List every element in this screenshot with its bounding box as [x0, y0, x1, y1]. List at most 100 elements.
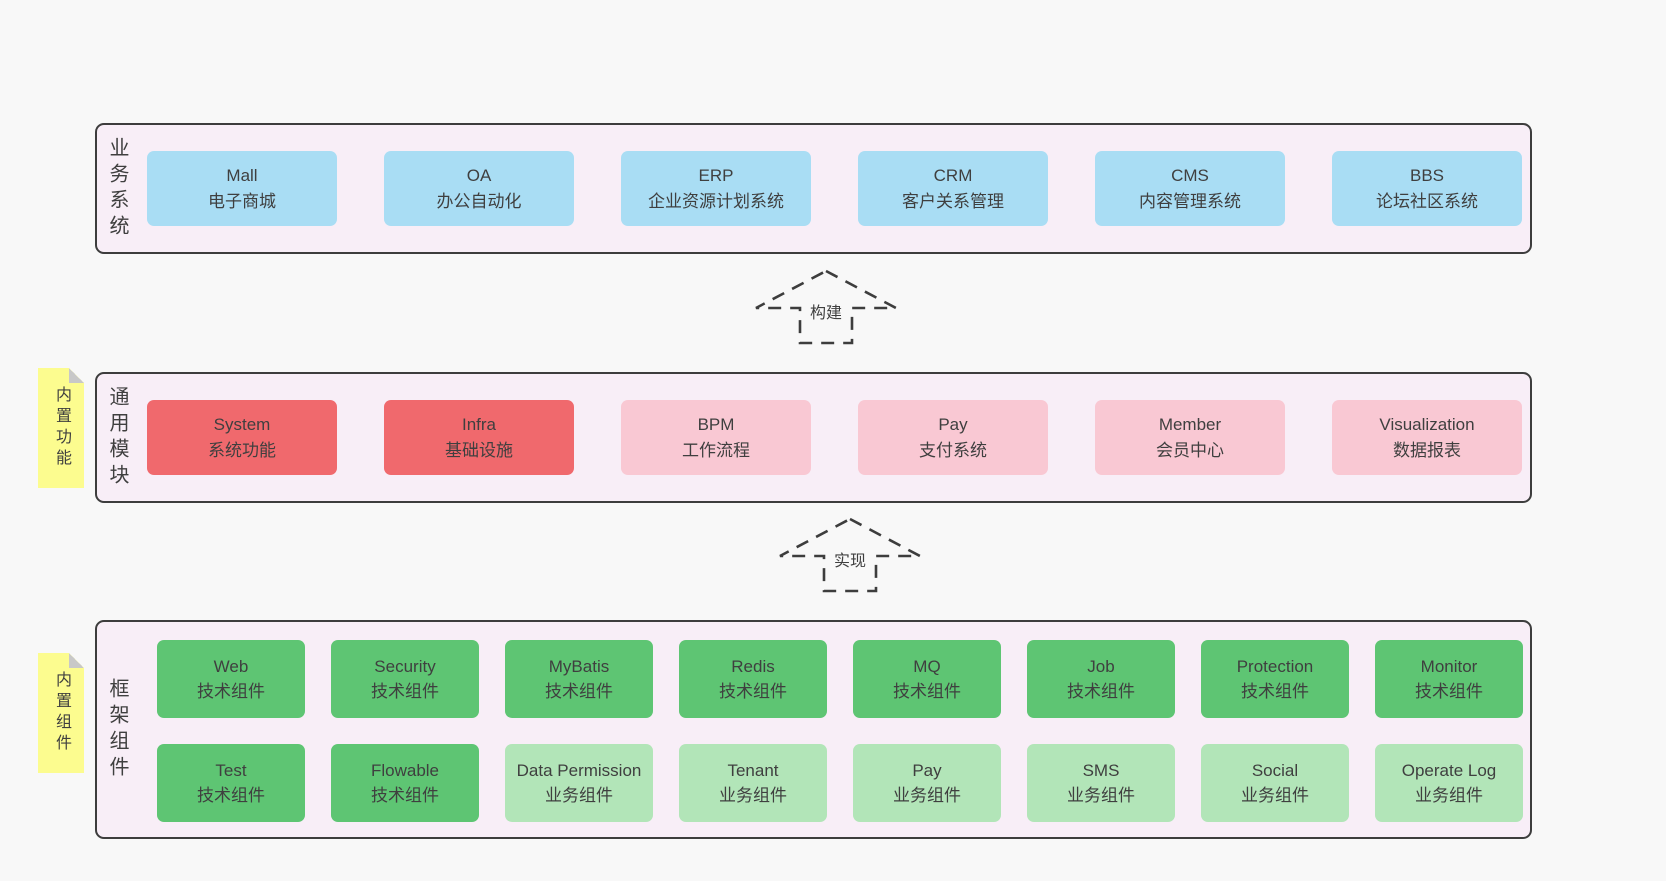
node-subtitle: 工作流程 — [682, 440, 750, 460]
node-visualization: Visualization 数据报表 — [1332, 400, 1522, 475]
module-nodes: System 系统功能 Infra 基础设施 BPM 工作流程 Pay 支付系统… — [147, 374, 1522, 501]
node-data-permission: Data Permission 业务组件 — [505, 744, 653, 822]
node-subtitle: 论坛社区系统 — [1376, 191, 1478, 211]
node-title: Protection — [1236, 656, 1314, 676]
business-nodes: Mall 电子商城 OA 办公自动化 ERP 企业资源计划系统 CRM 客户关系… — [147, 125, 1522, 252]
node-title: Member — [1158, 415, 1222, 434]
node-tenant: Tenant 业务组件 — [679, 744, 827, 822]
node-subtitle: 技术组件 — [371, 786, 439, 805]
node-bpm: BPM 工作流程 — [621, 400, 811, 475]
node-operate-log: Operate Log 业务组件 — [1375, 744, 1523, 822]
node-redis: Redis 技术组件 — [679, 640, 827, 718]
node-pay-system: Pay 支付系统 — [858, 400, 1048, 475]
arrow-implement: 实现 — [777, 516, 923, 594]
node-title: ERP — [698, 166, 734, 185]
section-framework-components: 框架组件 Web 技术组件 Security 技术组件 MyBatis 技术组件… — [95, 620, 1532, 839]
node-subtitle: 技术组件 — [371, 682, 439, 701]
node-title: Pay — [938, 415, 968, 434]
node-subtitle: 企业资源计划系统 — [648, 191, 784, 211]
section-business-label: 业务系统 — [106, 136, 128, 241]
node-title: Test — [215, 760, 247, 780]
node-title: Infra — [461, 415, 497, 434]
node-title: Job — [1087, 656, 1115, 676]
node-subtitle: 技术组件 — [719, 682, 787, 701]
node-title: CMS — [1171, 166, 1209, 185]
node-infra: Infra 基础设施 — [384, 400, 574, 475]
node-subtitle: 电子商城 — [208, 191, 276, 211]
node-title: Flowable — [370, 760, 440, 780]
node-monitor: Monitor 技术组件 — [1375, 640, 1523, 718]
node-subtitle: 业务组件 — [545, 786, 613, 805]
node-oa: OA 办公自动化 — [384, 151, 574, 226]
node-crm: CRM 客户关系管理 — [858, 151, 1048, 226]
node-subtitle: 技术组件 — [893, 682, 961, 701]
node-mybatis: MyBatis 技术组件 — [505, 640, 653, 718]
node-subtitle: 技术组件 — [197, 786, 265, 805]
framework-row-2: Test 技术组件 Flowable 技术组件 Data Permission … — [157, 744, 1523, 822]
node-test: Test 技术组件 — [157, 744, 305, 822]
node-subtitle: 客户关系管理 — [902, 191, 1004, 211]
node-subtitle: 业务组件 — [1415, 786, 1483, 805]
node-subtitle: 技术组件 — [1415, 682, 1483, 701]
node-title: BPM — [697, 415, 735, 434]
node-title: System — [213, 415, 271, 434]
node-mq: MQ 技术组件 — [853, 640, 1001, 718]
node-title: Visualization — [1379, 415, 1475, 434]
node-title: Monitor — [1420, 656, 1478, 676]
node-title: Web — [213, 656, 249, 676]
node-title: Security — [374, 656, 436, 676]
sticky-note-text: 内置功能 — [53, 386, 70, 470]
node-sms: SMS 业务组件 — [1027, 744, 1175, 822]
node-bbs: BBS 论坛社区系统 — [1332, 151, 1522, 226]
node-title: Social — [1251, 760, 1299, 780]
node-title: Operate Log — [1401, 760, 1497, 780]
node-subtitle: 办公自动化 — [436, 191, 522, 211]
node-title: MQ — [913, 656, 941, 676]
node-social: Social 业务组件 — [1201, 744, 1349, 822]
node-pay-component: Pay 业务组件 — [853, 744, 1001, 822]
framework-nodes: Web 技术组件 Security 技术组件 MyBatis 技术组件 Redi… — [157, 640, 1523, 822]
sticky-note-builtin-components: 内置组件 — [38, 653, 84, 773]
node-title: BBS — [1409, 166, 1445, 185]
node-subtitle: 技术组件 — [545, 682, 613, 701]
node-job: Job 技术组件 — [1027, 640, 1175, 718]
node-title: MyBatis — [548, 656, 610, 676]
node-subtitle: 技术组件 — [1067, 682, 1135, 701]
node-erp: ERP 企业资源计划系统 — [621, 151, 811, 226]
node-subtitle: 支付系统 — [919, 440, 987, 460]
node-subtitle: 业务组件 — [893, 786, 961, 805]
node-cms: CMS 内容管理系统 — [1095, 151, 1285, 226]
arrow-implement-label: 实现 — [828, 546, 872, 572]
node-system: System 系统功能 — [147, 400, 337, 475]
node-title: Data Permission — [516, 760, 642, 780]
node-protection: Protection 技术组件 — [1201, 640, 1349, 718]
sticky-note-builtin-features: 内置功能 — [38, 368, 84, 488]
node-mall: Mall 电子商城 — [147, 151, 337, 226]
framework-row-1: Web 技术组件 Security 技术组件 MyBatis 技术组件 Redi… — [157, 640, 1523, 718]
node-subtitle: 基础设施 — [445, 440, 513, 460]
node-member: Member 会员中心 — [1095, 400, 1285, 475]
node-subtitle: 会员中心 — [1156, 440, 1224, 460]
node-title: CRM — [933, 166, 973, 185]
node-subtitle: 技术组件 — [1241, 682, 1309, 701]
section-common-modules: 通用模块 System 系统功能 Infra 基础设施 BPM 工作流程 Pay… — [95, 372, 1532, 503]
node-subtitle: 数据报表 — [1393, 440, 1461, 460]
node-title: Pay — [912, 760, 942, 780]
arrow-build-label: 构建 — [804, 298, 848, 324]
section-modules-label: 通用模块 — [106, 385, 128, 490]
node-subtitle: 系统功能 — [208, 440, 276, 460]
node-subtitle: 技术组件 — [197, 682, 265, 701]
section-framework-label: 框架组件 — [106, 677, 128, 782]
node-title: OA — [466, 166, 492, 185]
sticky-note-text: 内置组件 — [53, 671, 70, 755]
node-title: Tenant — [727, 760, 779, 780]
node-subtitle: 业务组件 — [1241, 786, 1309, 805]
node-security: Security 技术组件 — [331, 640, 479, 718]
node-title: Mall — [226, 166, 258, 185]
node-web: Web 技术组件 — [157, 640, 305, 718]
node-subtitle: 业务组件 — [719, 786, 787, 805]
node-subtitle: 业务组件 — [1067, 786, 1135, 805]
arrow-build: 构建 — [753, 268, 899, 346]
node-subtitle: 内容管理系统 — [1139, 191, 1241, 211]
